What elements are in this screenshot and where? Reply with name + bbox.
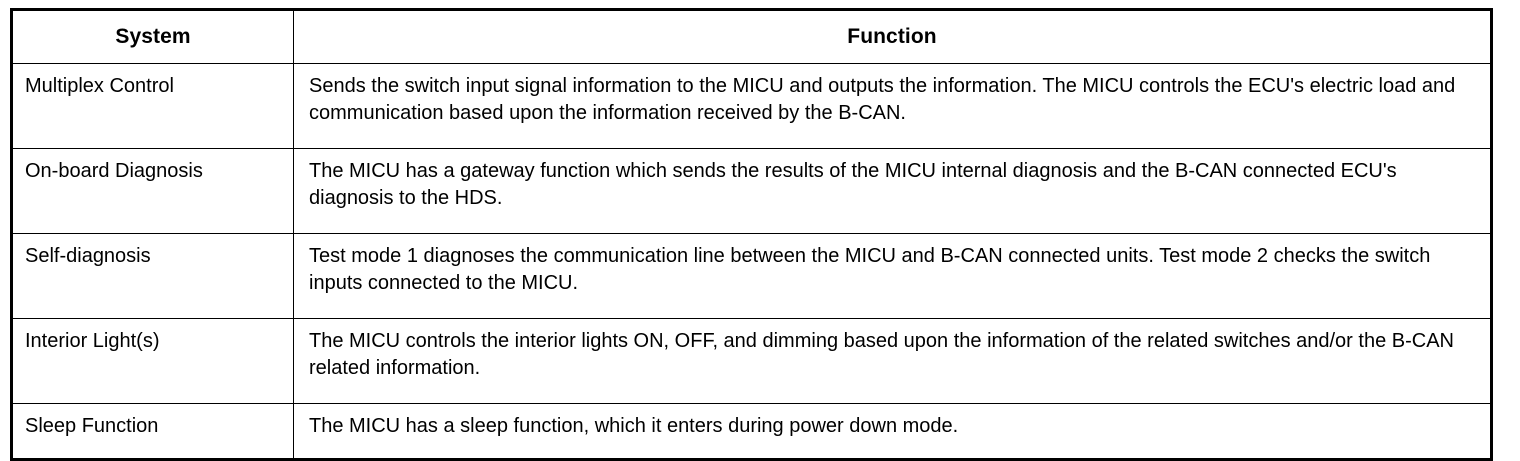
table-row: Sleep Function The MICU has a sleep func… bbox=[11, 403, 1492, 460]
function-description: Test mode 1 diagnoses the communication … bbox=[309, 245, 1431, 294]
system-name: Interior Light(s) bbox=[25, 330, 160, 352]
system-name: Multiplex Control bbox=[25, 75, 174, 97]
cell-function: The MICU has a gateway function which se… bbox=[293, 148, 1492, 234]
column-header-function: Function bbox=[293, 9, 1492, 64]
system-name: Self-diagnosis bbox=[25, 245, 151, 267]
table-body: Multiplex Control Sends the switch input… bbox=[11, 63, 1492, 460]
cell-function: The MICU has a sleep function, which it … bbox=[293, 403, 1492, 460]
system-name: On-board Diagnosis bbox=[25, 160, 203, 182]
function-description: The MICU has a sleep function, which it … bbox=[309, 415, 959, 437]
function-description: The MICU has a gateway function which se… bbox=[309, 160, 1397, 209]
cell-system: Sleep Function bbox=[11, 403, 294, 460]
column-header-system: System bbox=[11, 9, 294, 64]
cell-system: Interior Light(s) bbox=[11, 318, 294, 404]
function-description: Sends the switch input signal informatio… bbox=[309, 75, 1456, 124]
table-row: On-board Diagnosis The MICU has a gatewa… bbox=[11, 148, 1492, 234]
table-header-row: System Function bbox=[11, 9, 1492, 64]
table-header: System Function bbox=[11, 9, 1492, 64]
table-row: Multiplex Control Sends the switch input… bbox=[11, 63, 1492, 149]
micu-system-function-table: System Function Multiplex Control Sends … bbox=[10, 8, 1493, 461]
cell-system: Self-diagnosis bbox=[11, 233, 294, 319]
table-row: Self-diagnosis Test mode 1 diagnoses the… bbox=[11, 233, 1492, 319]
cell-function: Sends the switch input signal informatio… bbox=[293, 63, 1492, 149]
cell-system: Multiplex Control bbox=[11, 63, 294, 149]
system-name: Sleep Function bbox=[25, 415, 159, 437]
table-row: Interior Light(s) The MICU controls the … bbox=[11, 318, 1492, 404]
function-description: The MICU controls the interior lights ON… bbox=[309, 330, 1454, 379]
cell-function: The MICU controls the interior lights ON… bbox=[293, 318, 1492, 404]
cell-function: Test mode 1 diagnoses the communication … bbox=[293, 233, 1492, 319]
cell-system: On-board Diagnosis bbox=[11, 148, 294, 234]
